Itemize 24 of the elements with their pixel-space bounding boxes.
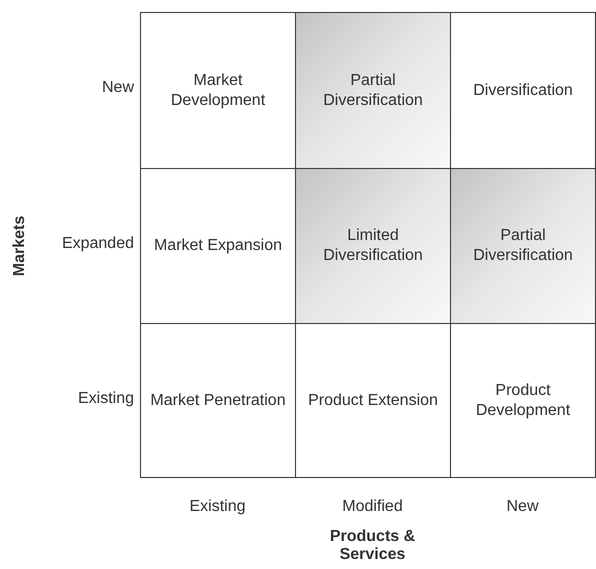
- matrix-cell: [450, 323, 596, 478]
- row-label: Expanded: [60, 234, 134, 254]
- axis-title: Products & Services: [328, 528, 416, 564]
- matrix-cell: [140, 323, 296, 478]
- row-label: New: [100, 78, 134, 98]
- cell-text: Partial Diversification: [322, 70, 424, 110]
- shaded-cell: [295, 168, 451, 324]
- column-label: New: [505, 497, 540, 517]
- cell-text: Product Extension: [308, 390, 438, 410]
- column-label: Existing: [188, 497, 247, 517]
- shaded-cell: [295, 12, 451, 169]
- cell-text: Market Development: [170, 70, 266, 110]
- matrix-cell: [140, 12, 296, 169]
- cell-text: Limited Diversification: [322, 226, 424, 266]
- cell-text: Market Penetration: [150, 390, 286, 410]
- matrix-cell: [450, 12, 596, 169]
- column-label: Modified: [341, 497, 404, 517]
- cell-text: Diversification: [473, 80, 573, 100]
- row-label: Existing: [76, 389, 134, 409]
- cell-text: Partial Diversification: [472, 226, 574, 266]
- cell-text: Market Expansion: [154, 236, 282, 256]
- shaded-cell: [450, 168, 596, 324]
- cell-text: Product Development: [474, 380, 572, 420]
- axis-title: Markets: [10, 214, 29, 278]
